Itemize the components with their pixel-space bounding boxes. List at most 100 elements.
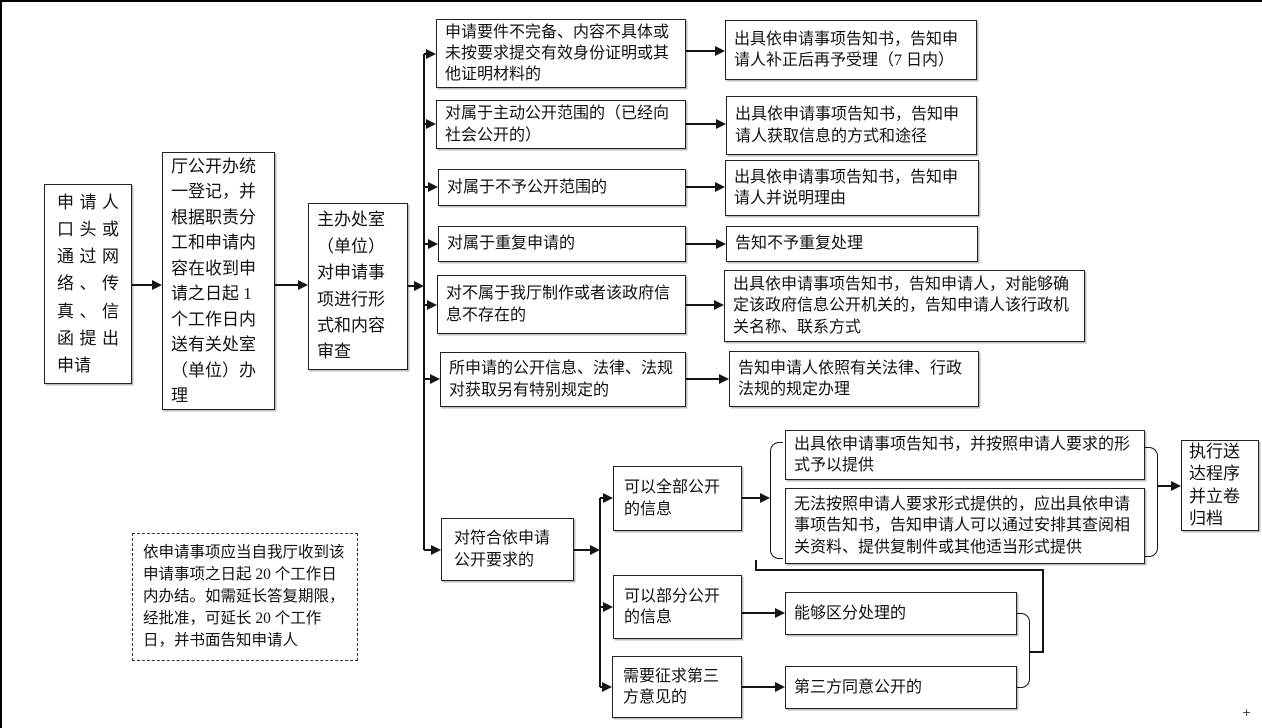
- node-outcome-not-public-label: 出具依申请事项告知书，告知申请人并说明理由: [734, 168, 959, 207]
- node-separable: 能够区分处理的: [785, 592, 1017, 635]
- node-branch-incomplete-label: 申请要件不完备、内容不具体或未按要求提交有效身份证明或其他证明材料的: [445, 23, 670, 84]
- node-branch-qualified-label: 对符合依申请公开要求的: [454, 530, 551, 569]
- node-outcome-incomplete: 出具依申请事项告知书，告知申请人补正后再予受理（7 日内）: [725, 20, 977, 80]
- arrow-head-icon: [775, 682, 785, 692]
- node-outcome-already-public: 出具依申请事项告知书，告知申请人获取信息的方式和途径: [726, 96, 977, 155]
- node-outcome-special-law-label: 告知申请人依照有关法律、行政法规的规定办理: [738, 359, 963, 398]
- deadline-note: 依申请事项应当自我厅收到该申请事项之日起 20 个工作日内办结。如需延长答复期限…: [132, 533, 358, 661]
- arrow-head-icon: [590, 545, 600, 555]
- connector-line: [424, 378, 432, 380]
- node-branch-special-law: 所申请的公开信息、法律、法规对获取另有特别规定的: [440, 352, 686, 407]
- connector-line: [686, 378, 721, 380]
- node-branch-not-ours-label: 对不属于我厅制作或者该政府信息不存在的: [446, 285, 671, 324]
- node-full-disclosure-label: 可以全部公开的信息: [624, 479, 721, 518]
- connector-line: [275, 284, 300, 286]
- node-provide-alternative: 无法按照申请人要求形式提供的，应出具依申请事项告知书，告知申请人可以通过安排其查…: [785, 488, 1145, 564]
- connector-line: [755, 560, 757, 571]
- connector-line: [686, 243, 718, 245]
- arrow-head-icon: [428, 182, 438, 192]
- arrow-head-icon: [716, 239, 726, 249]
- connector-line: [599, 498, 601, 687]
- connector-line: [686, 123, 718, 125]
- node-full-disclosure: 可以全部公开的信息: [613, 466, 742, 531]
- node-branch-repeat: 对属于重复申请的: [438, 226, 686, 262]
- arrow-head-icon: [430, 374, 440, 384]
- arrow-head-icon: [775, 608, 785, 618]
- arrow-head-icon: [719, 374, 729, 384]
- node-outcome-repeat: 告知不予重复处理: [726, 226, 978, 262]
- arrow-head-icon: [426, 49, 436, 59]
- connector-line: [132, 284, 154, 286]
- connector-line: [408, 285, 416, 287]
- connector-line: [424, 243, 430, 245]
- connector-line: [742, 686, 777, 688]
- connector-line: [686, 50, 717, 52]
- connector-line: [1042, 570, 1044, 653]
- node-third-party-label: 需要征求第三方意见的: [623, 667, 720, 706]
- node-registration-label: 厅公开办统一登记，并根据职责分工和申请内容在收到申请之日起 1 个工作日内送有关…: [171, 156, 256, 406]
- connector-line: [423, 54, 425, 550]
- corner-mark: +: [1242, 706, 1252, 719]
- arrow-head-icon: [427, 300, 437, 310]
- connector-line: [1030, 651, 1044, 653]
- node-branch-not-ours: 对不属于我厅制作或者该政府信息不存在的: [437, 275, 686, 334]
- connector-line: [600, 497, 605, 499]
- arrow-head-icon: [298, 280, 308, 290]
- node-outcome-not-ours-label: 出具依申请事项告知书，告知申请人，对能够确定该政府信息公开机关的，告知申请人该行…: [733, 276, 1070, 336]
- node-branch-not-public-label: 对属于不予公开范围的: [447, 178, 608, 196]
- connector-line: [742, 497, 762, 499]
- node-outcome-not-public: 出具依申请事项告知书，告知申请人并说明理由: [725, 160, 979, 216]
- connector-line: [424, 186, 430, 188]
- node-final-delivery: 执行送达程序并立卷归档: [1181, 440, 1259, 531]
- connector-line: [574, 549, 592, 551]
- node-outcome-not-ours: 出具依申请事项告知书，告知申请人，对能够确定该政府信息公开机关的，告知申请人该行…: [724, 270, 1085, 342]
- arrow-head-icon: [714, 300, 724, 310]
- arrow-head-icon: [431, 545, 441, 555]
- arrow-head-icon: [760, 493, 770, 503]
- node-outcome-already-public-label: 出具依申请事项告知书，告知申请人获取信息的方式和途径: [735, 106, 960, 145]
- connector-line: [424, 549, 433, 551]
- node-applicant-label: 申请人口头或通过网络、传真、信函提出申请: [57, 192, 119, 375]
- node-branch-not-public: 对属于不予公开范围的: [438, 169, 686, 206]
- arrow-head-icon: [426, 119, 436, 129]
- node-branch-already-public: 对属于主动公开范围的（已经向社会公开的）: [436, 100, 686, 149]
- arrow-head-icon: [152, 280, 162, 290]
- node-branch-repeat-label: 对属于重复申请的: [447, 235, 576, 253]
- node-registration: 厅公开办统一登记，并根据职责分工和申请内容在收到申请之日起 1 个工作日内送有关…: [162, 152, 275, 410]
- arrow-head-icon: [602, 682, 612, 692]
- node-provide-as-requested: 出具依申请事项告知书，并按照申请人要求的形式予以提供: [785, 430, 1145, 480]
- node-branch-incomplete: 申请要件不完备、内容不具体或未按要求提交有效身份证明或其他证明材料的: [436, 19, 686, 88]
- connector-line: [686, 304, 716, 306]
- node-review-label: 主办处室（单位）对申请事项进行形式和内容审查: [317, 210, 385, 362]
- group-bracket-left-icon: [770, 442, 783, 559]
- arrow-head-icon: [603, 493, 613, 503]
- node-branch-qualified: 对符合依申请公开要求的: [441, 518, 574, 581]
- node-review: 主办处室（单位）对申请事项进行形式和内容审查: [308, 203, 408, 370]
- connector-line: [742, 612, 777, 614]
- connector-line: [424, 304, 429, 306]
- arrow-head-icon: [603, 602, 613, 612]
- node-provide-alternative-label: 无法按照申请人要求形式提供的，应出具依申请事项告知书，告知申请人可以通过安排其查…: [794, 496, 1131, 556]
- arrow-head-icon: [414, 281, 424, 291]
- node-outcome-incomplete-label: 出具依申请事项告知书，告知申请人补正后再予受理（7 日内）: [734, 30, 959, 69]
- partial-group-bracket-icon: [1017, 613, 1030, 688]
- arrow-head-icon: [428, 239, 438, 249]
- node-provide-as-requested-label: 出具依申请事项告知书，并按照申请人要求的形式予以提供: [794, 435, 1131, 474]
- arrow-head-icon: [715, 46, 725, 56]
- arrow-head-icon: [715, 182, 725, 192]
- node-separable-label: 能够区分处理的: [794, 604, 907, 622]
- node-branch-already-public-label: 对属于主动公开范围的（已经向社会公开的）: [445, 105, 670, 144]
- node-final-delivery-label: 执行送达程序并立卷归档: [1189, 441, 1240, 528]
- node-outcome-special-law: 告知申请人依照有关法律、行政法规的规定办理: [729, 351, 979, 407]
- node-partial-disclosure-label: 可以部分公开的信息: [624, 587, 721, 626]
- arrow-head-icon: [1171, 481, 1181, 491]
- node-partial-disclosure: 可以部分公开的信息: [613, 575, 742, 639]
- connector-line: [600, 606, 605, 608]
- group-bracket-right-icon: [1145, 447, 1158, 557]
- node-outcome-repeat-label: 告知不予重复处理: [735, 235, 864, 253]
- deadline-note-label: 依申请事项应当自我厅收到该申请事项之日起 20 个工作日内办结。如需延长答复期限…: [143, 544, 345, 649]
- connector-line: [1158, 485, 1173, 487]
- connector-line: [756, 569, 1044, 571]
- connector-line: [686, 186, 717, 188]
